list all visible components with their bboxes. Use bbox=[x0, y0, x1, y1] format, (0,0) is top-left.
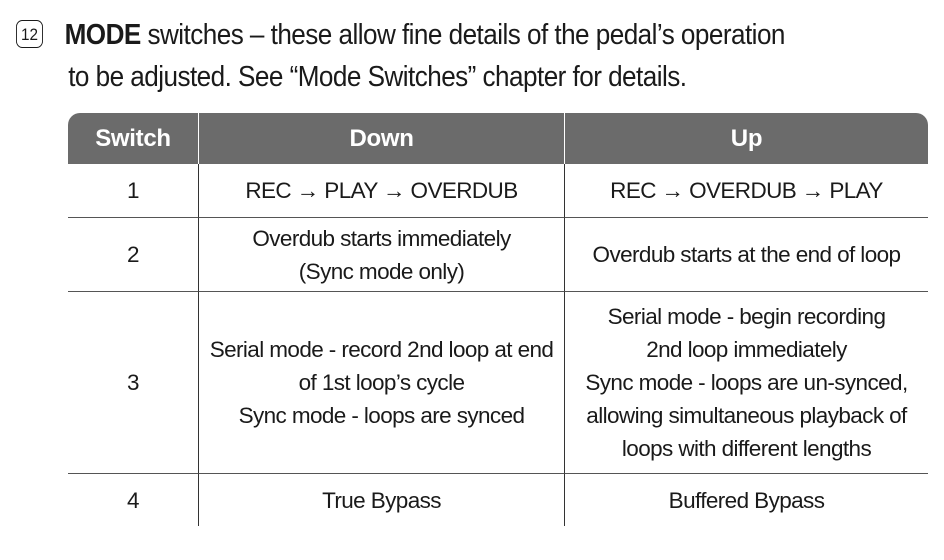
heading-line2-text: to be adjusted. See “Mode Switches” chap… bbox=[68, 61, 687, 93]
mode-switch-table: Switch Down Up 1 REC → PLAY → OVERDUB RE… bbox=[68, 113, 928, 526]
table-row: 2 Overdub starts immediately (Sync mode … bbox=[68, 217, 928, 291]
table-header-row: Switch Down Up bbox=[68, 113, 928, 164]
down-line: Serial mode - record 2nd loop at end bbox=[209, 337, 554, 362]
down-cell: REC → PLAY → OVERDUB bbox=[198, 164, 564, 217]
heading-line1-text: switches – these allow fine details of t… bbox=[140, 19, 785, 51]
down-cell: Overdub starts immediately (Sync mode on… bbox=[198, 217, 564, 291]
up-line: Overdub starts at the end of loop bbox=[592, 242, 902, 267]
header-switch: Switch bbox=[68, 113, 198, 164]
down-line: Sync mode - loops are synced bbox=[238, 403, 525, 428]
table-row: 4 True Bypass Buffered Bypass bbox=[68, 473, 928, 526]
down-line: of 1st loop’s cycle bbox=[298, 370, 465, 395]
down-line: REC → PLAY → OVERDUB bbox=[245, 178, 518, 203]
switch-number: 3 bbox=[68, 291, 198, 473]
up-line: loops with different lengths bbox=[621, 436, 872, 461]
up-line: Serial mode - begin recording bbox=[607, 304, 886, 329]
up-cell: REC → OVERDUB → PLAY bbox=[564, 164, 928, 217]
down-line: Overdub starts immediately bbox=[252, 225, 511, 251]
up-line: allowing simultaneous playback of bbox=[586, 403, 907, 428]
up-line: Buffered Bypass bbox=[668, 487, 825, 513]
up-line: Sync mode - loops are un-synced, bbox=[585, 370, 908, 395]
mode-term: MODE bbox=[64, 19, 142, 51]
down-cell: True Bypass bbox=[198, 473, 564, 526]
header-up: Up bbox=[564, 113, 928, 164]
up-cell: Buffered Bypass bbox=[564, 473, 928, 526]
section-heading: 12 MODE switches – these allow fine detai… bbox=[16, 14, 826, 98]
item-number-badge: 12 bbox=[16, 20, 43, 48]
up-line: 2nd loop immediately bbox=[646, 337, 847, 362]
header-down: Down bbox=[198, 113, 564, 164]
up-line: REC → OVERDUB → PLAY bbox=[610, 178, 883, 203]
up-cell: Serial mode - begin recording 2nd loop i… bbox=[564, 291, 928, 473]
down-line: True Bypass bbox=[322, 487, 441, 513]
switch-number: 4 bbox=[68, 473, 198, 526]
down-cell: Serial mode - record 2nd loop at end of … bbox=[198, 291, 564, 473]
table-row: 1 REC → PLAY → OVERDUB REC → OVERDUB → P… bbox=[68, 164, 928, 217]
switch-number: 2 bbox=[68, 217, 198, 291]
up-cell: Overdub starts at the end of loop bbox=[564, 217, 928, 291]
switch-number: 1 bbox=[127, 178, 140, 203]
table-row: 3 Serial mode - record 2nd loop at end o… bbox=[68, 291, 928, 473]
down-line: (Sync mode only) bbox=[298, 258, 465, 284]
